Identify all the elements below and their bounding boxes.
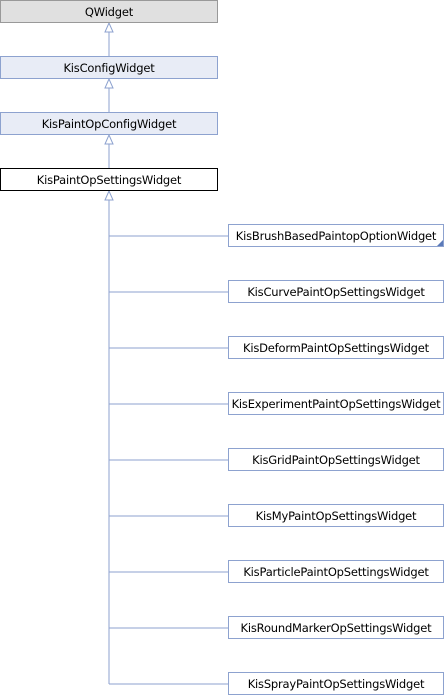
node-label: KisConfigWidget <box>63 60 155 75</box>
node-label: KisPaintOpConfigWidget <box>41 116 177 131</box>
node-label: KisBrushBasedPaintopOptionWidget <box>235 228 437 243</box>
node-kis-deform-paint-op-settings-widget[interactable]: KisDeformPaintOpSettingsWidget <box>228 336 444 359</box>
node-kis-curve-paint-op-settings-widget[interactable]: KisCurvePaintOpSettingsWidget <box>228 280 444 303</box>
node-kis-experiment-paint-op-settings-widget[interactable]: KisExperimentPaintOpSettingsWidget <box>228 392 444 415</box>
inheritance-arrow-icon <box>104 21 114 33</box>
node-kis-round-marker-op-settings-widget[interactable]: KisRoundMarkerOpSettingsWidget <box>228 616 444 639</box>
node-label: QWidget <box>84 4 134 19</box>
node-label: KisMyPaintOpSettingsWidget <box>255 508 417 523</box>
inheritance-arrow-icon <box>104 77 114 89</box>
node-kis-particle-paint-op-settings-widget[interactable]: KisParticlePaintOpSettingsWidget <box>228 560 444 583</box>
inheritance-arrow-icon <box>104 189 114 201</box>
node-label: KisParticlePaintOpSettingsWidget <box>243 564 429 579</box>
node-kis-grid-paint-op-settings-widget[interactable]: KisGridPaintOpSettingsWidget <box>228 448 444 471</box>
node-kis-paint-op-config-widget[interactable]: KisPaintOpConfigWidget <box>0 112 218 135</box>
node-kis-brush-based-paintop-option-widget[interactable]: KisBrushBasedPaintopOptionWidget <box>228 224 444 247</box>
node-kis-paint-op-settings-widget: KisPaintOpSettingsWidget <box>0 168 218 191</box>
inheritance-arrow-icon <box>104 133 114 145</box>
node-label: KisDeformPaintOpSettingsWidget <box>243 340 429 355</box>
node-label: KisRoundMarkerOpSettingsWidget <box>240 620 432 635</box>
truncation-marker-icon <box>437 240 443 246</box>
node-label: KisCurvePaintOpSettingsWidget <box>247 284 425 299</box>
node-label: KisPaintOpSettingsWidget <box>36 172 182 187</box>
node-label: KisGridPaintOpSettingsWidget <box>252 452 420 467</box>
node-label: KisExperimentPaintOpSettingsWidget <box>231 396 441 411</box>
node-qwidget: QWidget <box>0 0 218 23</box>
node-kis-spray-paint-op-settings-widget[interactable]: KisSprayPaintOpSettingsWidget <box>228 672 444 695</box>
node-kis-config-widget[interactable]: KisConfigWidget <box>0 56 218 79</box>
node-label: KisSprayPaintOpSettingsWidget <box>247 676 425 691</box>
node-kis-my-paint-op-settings-widget[interactable]: KisMyPaintOpSettingsWidget <box>228 504 444 527</box>
